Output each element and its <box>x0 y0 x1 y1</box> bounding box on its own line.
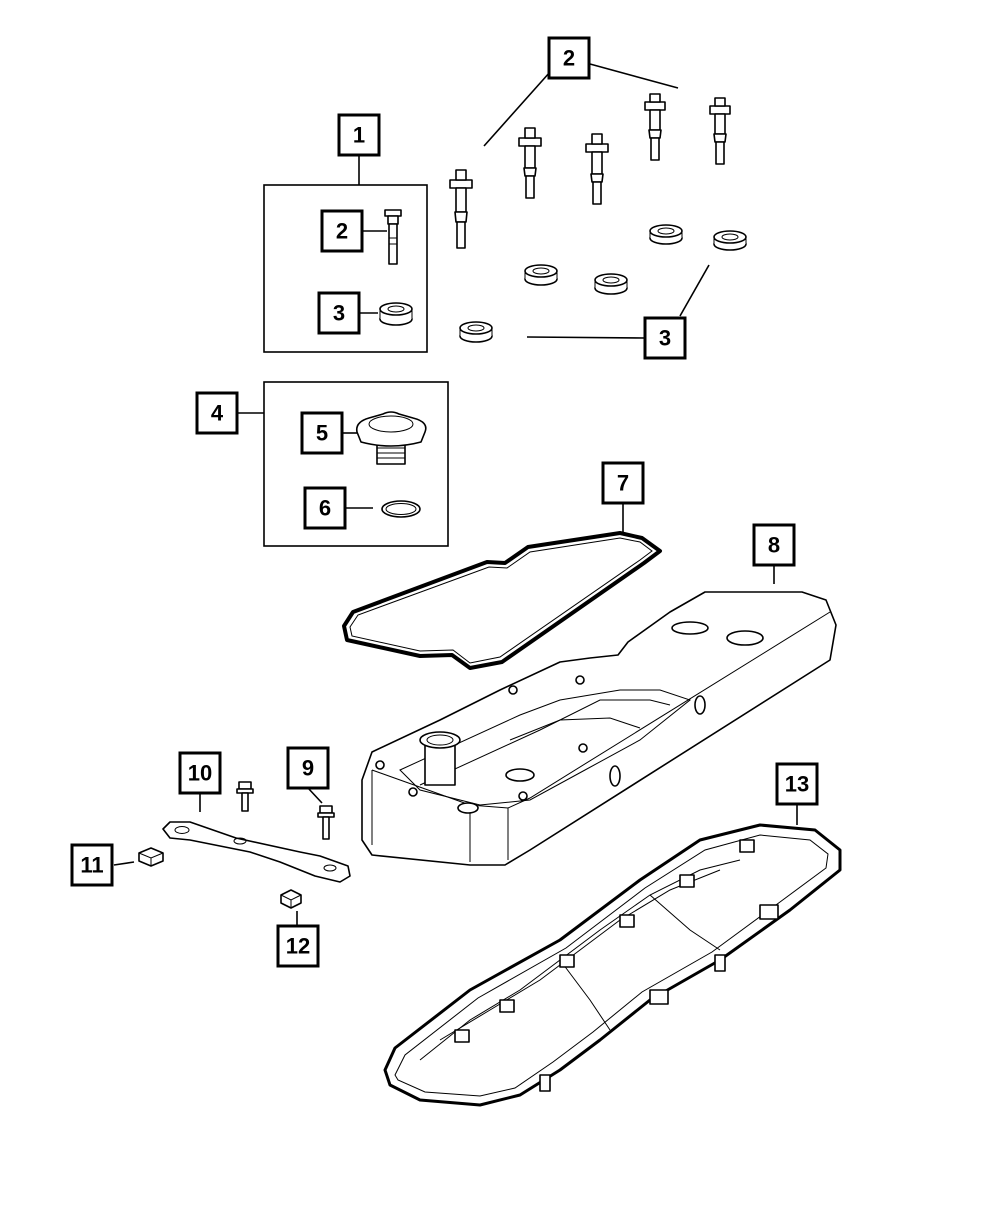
callout-6: 6 <box>303 486 347 530</box>
bracket-icon <box>162 821 351 883</box>
callout-9: 9 <box>286 746 330 790</box>
head-cover-icon <box>361 591 837 866</box>
callout-5: 5 <box>300 411 344 455</box>
grommet-set-icon <box>459 224 747 343</box>
callout-8: 8 <box>752 523 796 567</box>
callout-label: 3 <box>333 301 345 326</box>
clip-icon <box>280 889 302 909</box>
callout-label: 4 <box>211 401 224 426</box>
callout-label: 6 <box>319 496 331 521</box>
callout-11: 11 <box>70 843 114 887</box>
callout-label: 10 <box>188 761 212 786</box>
callout-13: 13 <box>775 762 819 806</box>
callout-label: 1 <box>353 123 365 148</box>
oil-cap-icon <box>355 411 427 465</box>
leader-lines <box>113 63 798 925</box>
callout-label: 9 <box>302 756 314 781</box>
callout-label: 2 <box>336 219 348 244</box>
small-bolt-icon <box>317 805 335 840</box>
grommet-icon <box>379 302 413 326</box>
callout-label: 13 <box>785 772 809 797</box>
callout-label: 5 <box>316 421 328 446</box>
callout-label: 12 <box>286 934 310 959</box>
small-bolt-icon <box>236 781 254 812</box>
callout-10: 10 <box>178 751 222 795</box>
callout-1: 1 <box>337 113 381 157</box>
callout-4: 4 <box>195 391 239 435</box>
kit-frame-4 <box>263 381 449 547</box>
callout-2: 2 <box>547 36 591 80</box>
o-ring-icon <box>381 500 421 518</box>
callout-label: 7 <box>617 471 629 496</box>
callout-label: 3 <box>659 326 671 351</box>
cover-gasket-icon <box>342 531 662 670</box>
callout-label: 8 <box>768 533 780 558</box>
callout-3: 3 <box>643 316 687 360</box>
clip-icon <box>138 847 164 867</box>
callout-7: 7 <box>601 461 645 505</box>
callout-3: 3 <box>317 291 361 335</box>
bolt-icon <box>384 209 402 265</box>
kit-frame-1 <box>263 184 428 353</box>
callout-12: 12 <box>276 924 320 968</box>
callout-label: 11 <box>80 853 103 878</box>
harness-carrier-icon <box>383 823 842 1107</box>
callout-2: 2 <box>320 209 364 253</box>
callout-label: 2 <box>563 46 575 71</box>
bolt-set-icon <box>449 93 731 249</box>
